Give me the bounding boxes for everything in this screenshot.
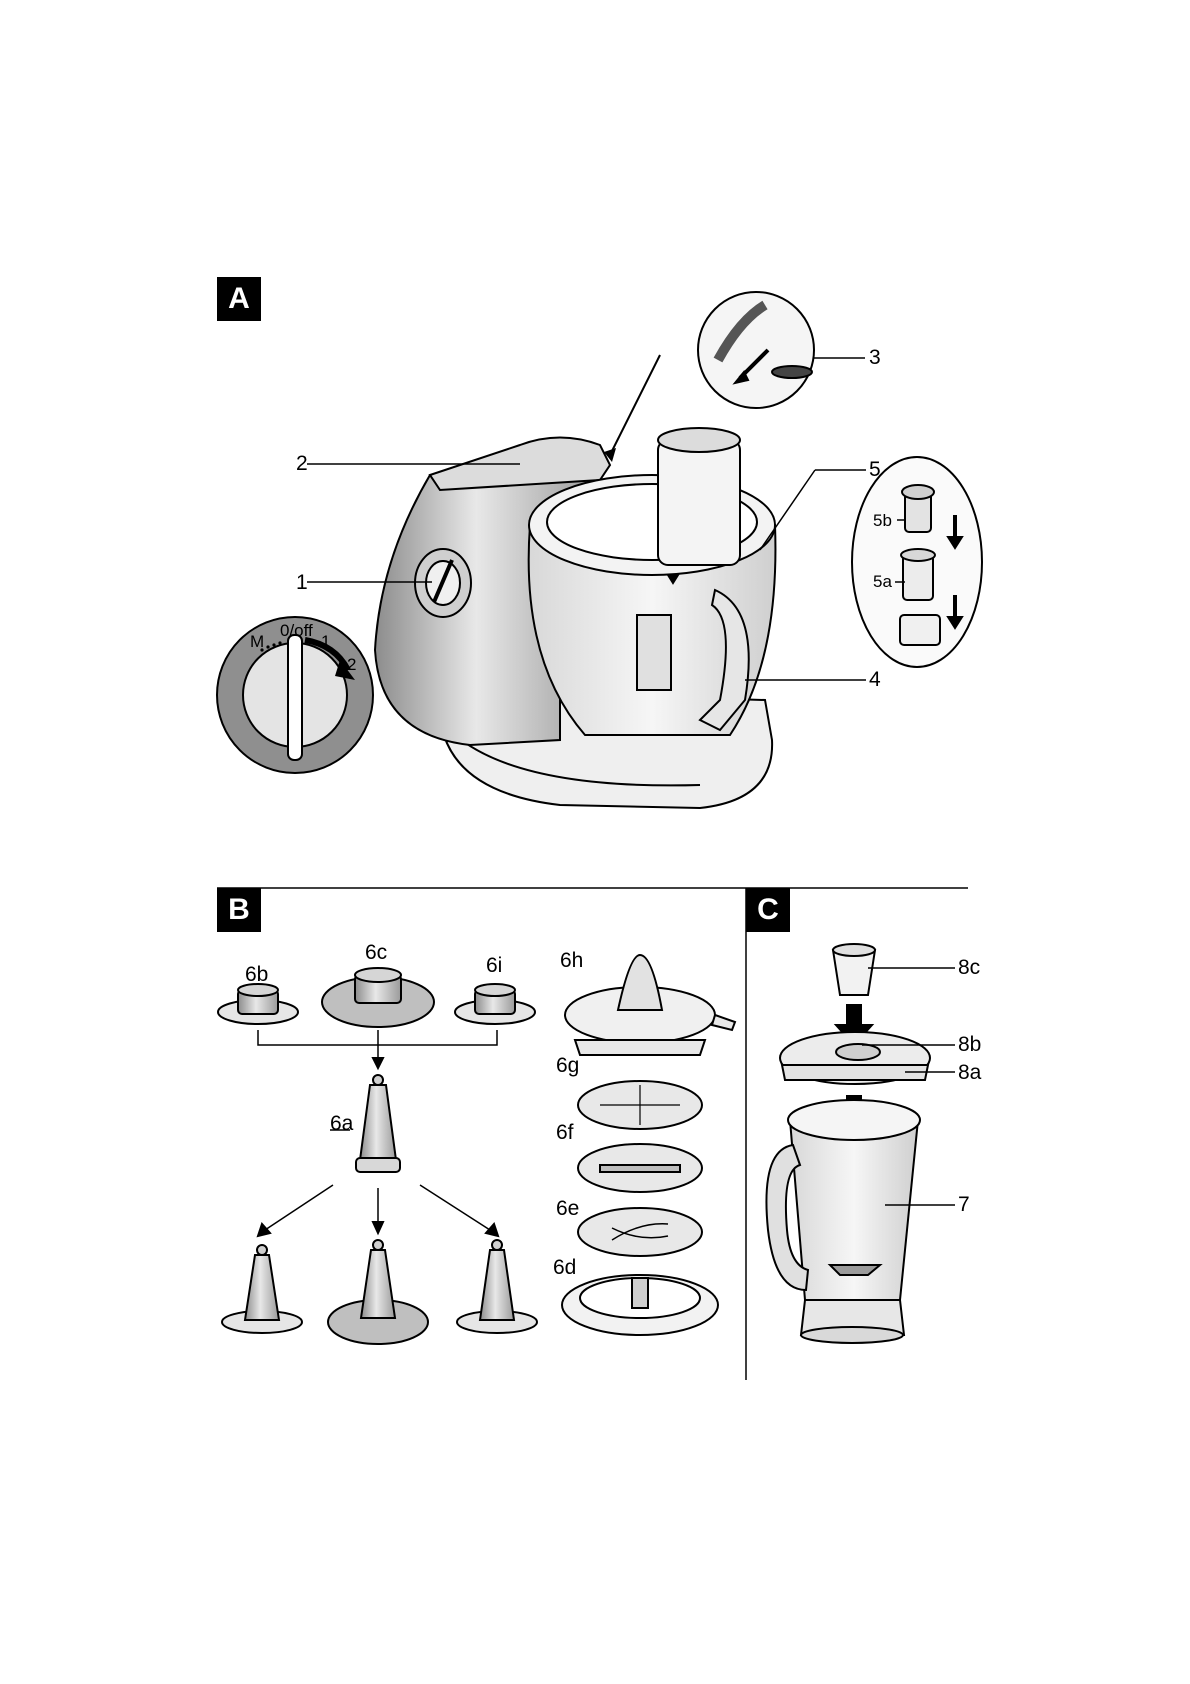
section-b-tag: B [217, 888, 261, 932]
callout-6a: 6a [330, 1112, 354, 1135]
callout-8a: 8a [958, 1061, 982, 1084]
callout-6e: 6e [556, 1197, 580, 1220]
callout-6h: 6h [560, 949, 584, 972]
slicing-discs-figure [561, 953, 737, 1336]
callout-lines-a [307, 357, 905, 681]
food-processor-figure [373, 427, 777, 810]
safety-interlock-detail [604, 291, 815, 462]
callout-6g: 6g [556, 1054, 580, 1077]
callout-1: 1 [296, 571, 308, 594]
callout-6b: 6b [245, 963, 269, 986]
dial-label-1: 1 [321, 632, 331, 651]
callout-6i: 6i [486, 954, 503, 977]
callout-6c: 6c [365, 941, 388, 964]
callout-5a: 5a [873, 572, 892, 591]
callout-4: 4 [869, 668, 881, 691]
callout-2: 2 [296, 452, 308, 475]
section-c-tag: C [746, 888, 790, 932]
dial-label-m: M [250, 632, 265, 651]
callout-7: 7 [958, 1193, 970, 1216]
blade-inserts-figure [217, 967, 538, 1345]
dial-label-off: 0/off [280, 621, 313, 640]
callout-6f: 6f [556, 1121, 574, 1144]
callout-3: 3 [869, 346, 881, 369]
callout-8c: 8c [958, 956, 981, 979]
callout-8b: 8b [958, 1033, 982, 1056]
section-a-tag: A [217, 277, 261, 321]
callout-lines-c [862, 967, 955, 1206]
speed-dial-detail [216, 616, 374, 774]
dial-label-2: 2 [347, 655, 357, 674]
callout-5b: 5b [873, 511, 892, 530]
section-dividers [217, 887, 968, 1380]
callout-6d: 6d [553, 1256, 577, 1279]
pusher-detail [851, 456, 983, 668]
callout-5: 5 [869, 458, 881, 481]
blender-figure [765, 943, 931, 1344]
